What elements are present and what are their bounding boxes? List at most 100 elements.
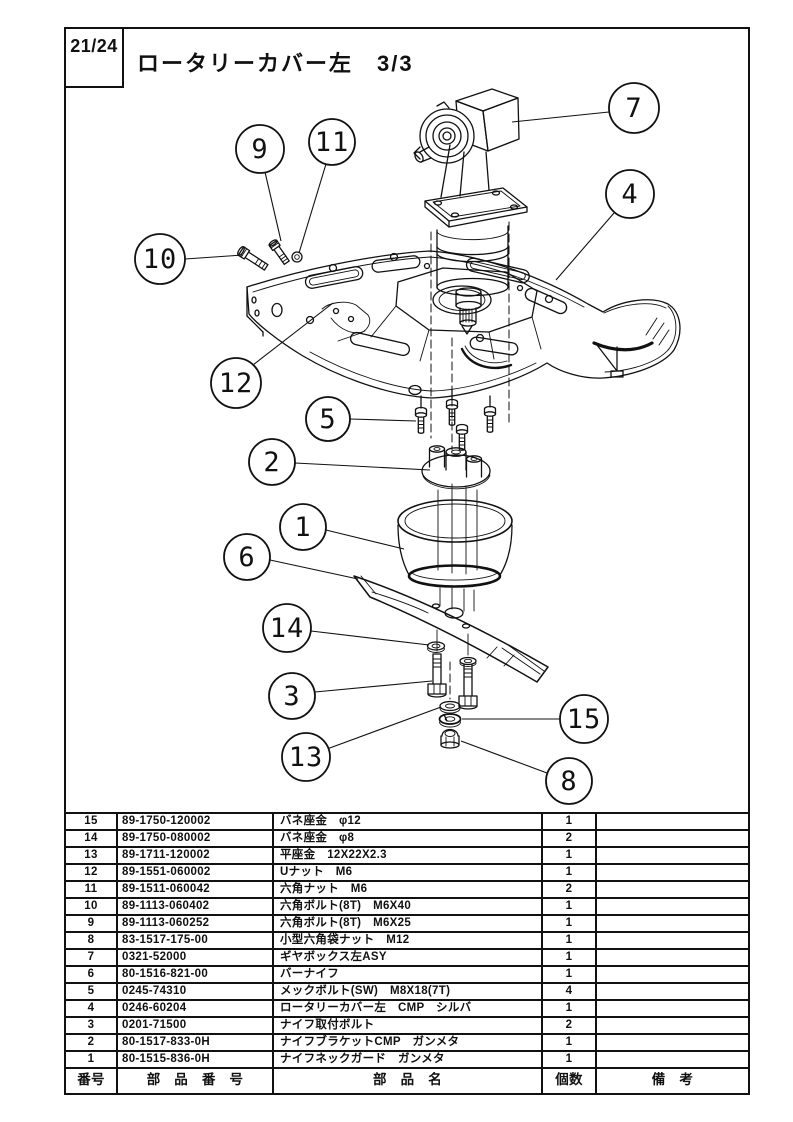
cell-part-name: ナイフブラケットCMP ガンメタ — [274, 1035, 543, 1050]
callout-10: 10 — [134, 233, 244, 285]
cell-remarks — [597, 848, 748, 863]
callout-4: 4 — [555, 169, 655, 281]
table-row: 15 89-1750-120002 バネ座金 φ12 1 — [66, 814, 748, 831]
svg-text:12: 12 — [219, 368, 254, 399]
cell-part-name: 平座金 12X22X2.3 — [274, 848, 543, 863]
cell-remarks — [597, 1052, 748, 1067]
table-row: 10 89-1113-060402 六角ボルト(8T) M6X40 1 — [66, 899, 748, 916]
spring-washer-14-drawing — [426, 641, 446, 653]
cell-part-number: 0201-71500 — [118, 1018, 274, 1033]
table-row: 5 0245-74310 メックボルト(SW) M8X18(7T) 4 — [66, 984, 748, 1001]
svg-text:13: 13 — [289, 742, 324, 773]
svg-text:2: 2 — [263, 447, 280, 478]
cell-no: 4 — [66, 1001, 118, 1016]
cell-remarks — [597, 814, 748, 829]
svg-text:11: 11 — [315, 127, 350, 158]
callout-8: 8 — [460, 740, 593, 805]
page-number-box: 21/24 — [64, 27, 124, 88]
cell-part-name: バネ座金 φ12 — [274, 814, 543, 829]
callout-5: 5 — [305, 396, 417, 442]
cell-no: 12 — [66, 865, 118, 880]
bar-knife-drawing — [353, 575, 549, 683]
cell-no: 2 — [66, 1035, 118, 1050]
cell-qty: 1 — [543, 865, 597, 880]
cell-part-number: 80-1515-836-0H — [118, 1052, 274, 1067]
svg-text:9: 9 — [251, 134, 268, 165]
table-row: 7 0321-52000 ギヤボックス左ASY 1 — [66, 950, 748, 967]
flat-washer-13-drawing — [439, 700, 461, 714]
gearbox-drawing — [413, 88, 528, 335]
callout-12: 12 — [210, 302, 334, 409]
cell-part-number: 89-1511-060042 — [118, 882, 274, 897]
callout-13: 13 — [281, 706, 442, 782]
table-row: 4 0246-60204 ロータリーカバー左 CMP シルバ 1 — [66, 1001, 748, 1018]
cell-part-number: 89-1711-120002 — [118, 848, 274, 863]
table-row: 12 89-1551-060002 Uナット M6 1 — [66, 865, 748, 882]
cell-part-number: 89-1113-060402 — [118, 899, 274, 914]
knife-bolts-drawing — [427, 653, 478, 710]
neck-guard-drawing — [397, 499, 513, 588]
cell-no: 10 — [66, 899, 118, 914]
page-number: 21/24 — [70, 36, 118, 56]
svg-text:4: 4 — [621, 179, 638, 210]
cell-part-number: 89-1750-120002 — [118, 814, 274, 829]
spring-washer-15-drawing — [438, 713, 462, 728]
cell-no: 13 — [66, 848, 118, 863]
cell-part-number: 80-1516-821-00 — [118, 967, 274, 982]
projection-lines — [420, 221, 510, 700]
page-title: ロータリーカバー左 3/3 — [137, 51, 414, 76]
callout-9: 9 — [235, 124, 285, 242]
cell-no: 7 — [66, 950, 118, 965]
table-row: 2 80-1517-833-0H ナイフブラケットCMP ガンメタ 1 — [66, 1035, 748, 1052]
cell-qty: 1 — [543, 950, 597, 965]
cell-part-name: ロータリーカバー左 CMP シルバ — [274, 1001, 543, 1016]
svg-text:5: 5 — [319, 404, 336, 435]
cell-qty: 1 — [543, 848, 597, 863]
svg-text:10: 10 — [143, 244, 178, 275]
callout-6: 6 — [223, 533, 359, 581]
svg-text:7: 7 — [625, 93, 642, 124]
cell-qty: 4 — [543, 984, 597, 999]
table-row: 8 83-1517-175-00 小型六角袋ナット M12 1 — [66, 933, 748, 950]
cell-remarks — [597, 984, 748, 999]
cell-qty: 1 — [543, 814, 597, 829]
cell-qty: 1 — [543, 967, 597, 982]
table-header-row: 番号 部 品 番 号 部 品 名 個数 備 考 — [66, 1069, 748, 1093]
table-row: 3 0201-71500 ナイフ取付ボルト 2 — [66, 1018, 748, 1035]
cell-no: 8 — [66, 933, 118, 948]
cell-part-name: 小型六角袋ナット M12 — [274, 933, 543, 948]
table-row: 13 89-1711-120002 平座金 12X22X2.3 1 — [66, 848, 748, 865]
cell-part-number: 80-1517-833-0H — [118, 1035, 274, 1050]
cell-part-name: ナイフ取付ボルト — [274, 1018, 543, 1033]
callouts: 7 4 9 11 10 — [134, 82, 660, 805]
cell-part-name: 六角ボルト(8T) M6X40 — [274, 899, 543, 914]
header-part-number: 部 品 番 号 — [118, 1069, 274, 1093]
cell-part-number: 89-1750-080002 — [118, 831, 274, 846]
cell-part-number: 89-1551-060002 — [118, 865, 274, 880]
svg-text:8: 8 — [560, 766, 577, 797]
cell-qty: 1 — [543, 1001, 597, 1016]
cell-remarks — [597, 933, 748, 948]
cell-qty: 2 — [543, 831, 597, 846]
meck-bolts-drawing — [414, 398, 497, 451]
cell-no: 11 — [66, 882, 118, 897]
hex-bolt-10-drawing — [237, 245, 269, 271]
callout-14: 14 — [262, 603, 430, 653]
hex-bolt-9-drawing — [268, 239, 290, 266]
callout-2: 2 — [248, 438, 431, 486]
cell-part-name: Uナット M6 — [274, 865, 543, 880]
table-row: 1 80-1515-836-0H ナイフネックガード ガンメタ 1 — [66, 1052, 748, 1069]
cell-qty: 1 — [543, 1035, 597, 1050]
cell-remarks — [597, 1001, 748, 1016]
cell-part-name: バーナイフ — [274, 967, 543, 982]
cell-part-name: ナイフネックガード ガンメタ — [274, 1052, 543, 1067]
table-row: 14 89-1750-080002 バネ座金 φ8 2 — [66, 831, 748, 848]
parts-table: 15 89-1750-120002 バネ座金 φ12 1 14 89-1750-… — [64, 812, 750, 1095]
cell-qty: 1 — [543, 916, 597, 931]
hex-nut-11-drawing — [291, 251, 303, 263]
cell-no: 14 — [66, 831, 118, 846]
table-row: 6 80-1516-821-00 バーナイフ 1 — [66, 967, 748, 984]
cell-part-number: 89-1113-060252 — [118, 916, 274, 931]
cover-plate-drawing — [246, 250, 681, 399]
